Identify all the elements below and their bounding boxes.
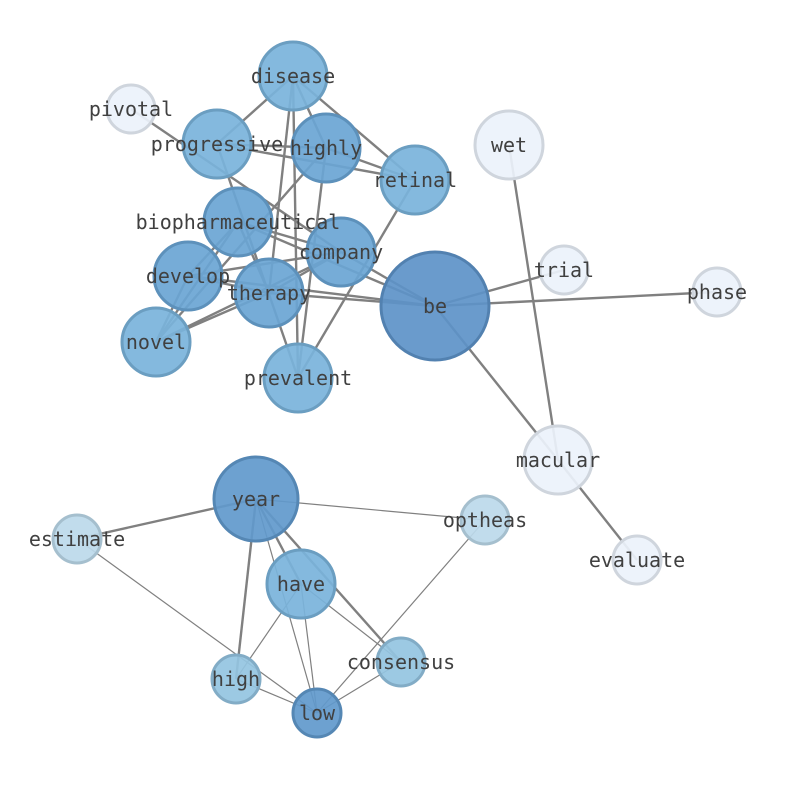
node-label-phase: phase <box>687 280 747 304</box>
edge-optheas-low <box>316 519 486 714</box>
edge-pivotal-company <box>130 108 342 253</box>
node-low <box>291 687 343 739</box>
node-macular <box>522 424 594 496</box>
node-label-macular: macular <box>516 448 600 472</box>
node-phase <box>691 266 743 318</box>
node-pivotal <box>105 83 157 135</box>
node-high <box>210 653 262 705</box>
node-optheas <box>459 494 511 546</box>
edge-disease-prevalent <box>291 75 300 379</box>
node-label-have: have <box>277 572 325 596</box>
node-label-low: low <box>299 701 336 725</box>
node-progressive <box>181 108 253 180</box>
node-novel <box>120 306 192 378</box>
node-label-year: year <box>232 487 280 511</box>
node-disease <box>257 40 329 112</box>
node-estimate <box>51 513 103 565</box>
edge-wet-macular <box>507 144 560 461</box>
node-label-develop: develop <box>146 264 230 288</box>
node-trial <box>538 244 590 296</box>
node-biopharmaceutical <box>202 186 274 258</box>
node-evaluate <box>611 534 663 586</box>
node-year <box>212 455 300 543</box>
node-wet <box>473 109 545 181</box>
node-retinal <box>379 144 451 216</box>
node-label-evaluate: evaluate <box>589 548 685 572</box>
node-label-consensus: consensus <box>347 650 455 674</box>
node-label-optheas: optheas <box>443 508 527 532</box>
label-layer: disease pivotal progressive highly retinal we… <box>29 64 747 725</box>
node-label-company: company <box>299 240 383 264</box>
node-label-wet: wet <box>491 133 527 157</box>
node-label-disease: disease <box>251 64 335 88</box>
node-label-pivotal: pivotal <box>89 97 173 121</box>
node-develop <box>152 240 224 312</box>
node-label-estimate: estimate <box>29 527 125 551</box>
edge-estimate-low <box>76 538 318 714</box>
node-have <box>265 548 337 620</box>
node-highly <box>290 112 362 184</box>
node-label-therapy: therapy <box>227 281 311 305</box>
node-be <box>379 250 491 362</box>
node-label-biopharmaceutical: biopharmaceutical <box>136 210 341 234</box>
node-label-progressive: progressive <box>151 132 283 156</box>
edge-disease-therapy <box>267 75 295 294</box>
node-company <box>305 216 377 288</box>
node-therapy <box>233 257 305 329</box>
node-label-high: high <box>212 667 260 691</box>
node-label-trial: trial <box>534 258 594 282</box>
node-label-novel: novel <box>126 330 186 354</box>
node-layer <box>51 40 743 739</box>
node-label-be: be <box>423 294 447 318</box>
node-label-retinal: retinal <box>373 168 457 192</box>
node-label-prevalent: prevalent <box>244 366 352 390</box>
node-consensus <box>375 636 427 688</box>
node-label-highly: highly <box>290 136 362 160</box>
node-prevalent <box>262 342 334 414</box>
